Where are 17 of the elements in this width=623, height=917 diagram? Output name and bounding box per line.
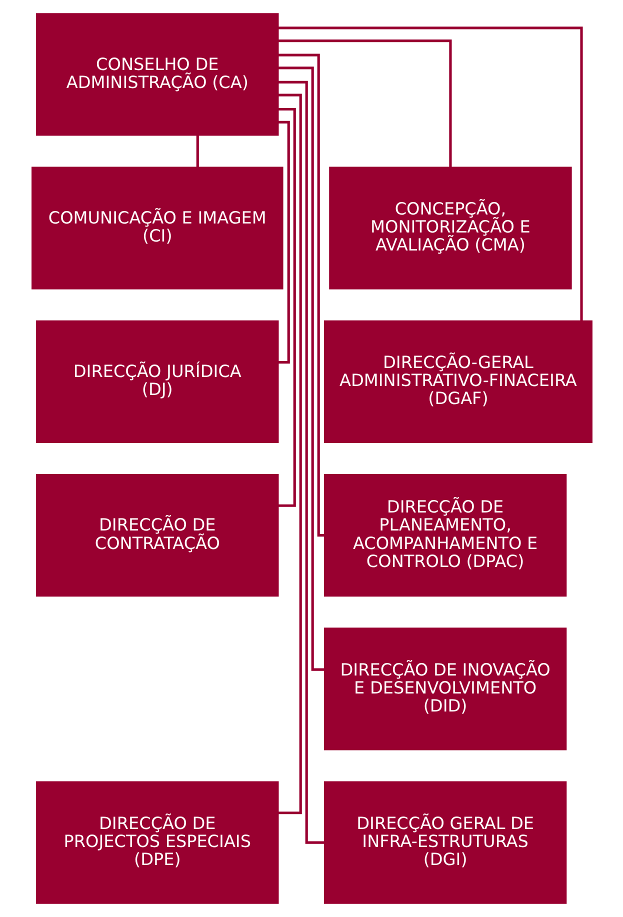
node-box: DIRECÇÃO DE INOVAÇÃO E DESENVOLVIMENTO (DID) — [323, 628, 566, 750]
connector — [278, 54, 324, 537]
connector — [278, 120, 290, 364]
connector — [278, 94, 302, 814]
connector — [278, 40, 452, 168]
node-box: DIRECÇÃO DE PLANEAMENTO, ACOMPANHAMENTO E CONTROLO (DPAC) — [323, 474, 566, 597]
connector — [278, 66, 324, 671]
node-box: DIRECÇÃO-GERAL ADMINISTRATIVO-FINACEIRA (DGAF) — [323, 320, 592, 443]
node-box: DIRECÇÃO DE PROJECTOS ESPECIAIS (DPE) — [36, 781, 278, 904]
node-box: COMUNICAÇÃO E IMAGEM (CI) — [31, 166, 283, 290]
node-box: DIRECÇÃO GERAL DE INFRA-ESTRUTURAS (DGI) — [323, 781, 566, 904]
connector — [196, 135, 198, 168]
node-box: CONSELHO DE ADMINISTRAÇÃO (CA) — [36, 13, 278, 136]
connector — [278, 26, 582, 321]
node-box: DIRECÇÃO DE CONTRATAÇÃO — [36, 474, 278, 597]
node-box: CONCEPÇÃO, MONITORIZAÇÃO E AVALIAÇÃO (CMA) — [328, 166, 572, 290]
node-box: DIRECÇÃO JURÍDICA (DJ) — [36, 320, 278, 443]
